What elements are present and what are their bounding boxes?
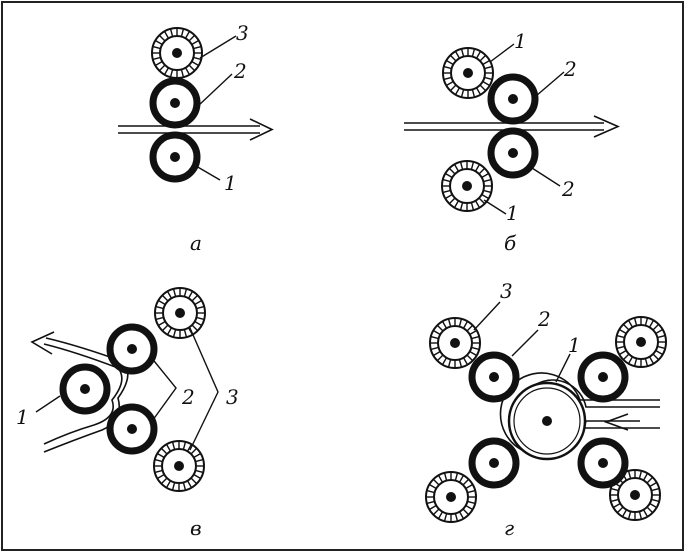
label-backup-roll: 3 <box>236 21 249 45</box>
panel-g: 3 2 1 г <box>425 279 667 540</box>
backup-roll-bottom <box>441 160 493 212</box>
work-roll-top-right <box>581 355 625 399</box>
caption-b: б <box>504 231 517 255</box>
label-work-roll: 2 <box>537 307 551 331</box>
label-backup-roll-bottom: 1 <box>506 201 519 225</box>
work-roll-bottom <box>110 407 154 451</box>
strip-arrow <box>30 331 129 453</box>
work-roll-bottom <box>491 131 535 175</box>
label-work-roll-bottom: 1 <box>224 171 237 195</box>
work-roll-top-left <box>472 355 516 399</box>
backup-roll-bottom-left <box>425 471 477 523</box>
work-roll-bottom-left <box>472 441 516 485</box>
label-backup-roll-top: 1 <box>514 29 527 53</box>
work-roll-top <box>153 81 197 125</box>
panel-b: 1 2 2 1 б <box>404 29 620 255</box>
work-roll-bottom <box>153 135 197 179</box>
strip-arrow <box>118 118 274 141</box>
label-work-roll-top: 2 <box>233 59 247 83</box>
backup-roll-top-left <box>429 317 481 369</box>
label-work-roll-bottom: 2 <box>561 177 575 201</box>
backup-roll-bottom <box>153 440 205 492</box>
caption-a: а <box>190 231 202 255</box>
label-work-rolls: 2 <box>181 385 195 409</box>
label-backup-rolls: 3 <box>226 385 239 409</box>
panel-v: 1 2 3 в <box>16 287 239 540</box>
leader-lines <box>473 301 571 383</box>
strip-arrow <box>404 115 620 138</box>
backup-roll <box>151 27 203 79</box>
work-roll-top <box>110 327 154 371</box>
label-center-roll: 1 <box>568 333 581 357</box>
caption-v: в <box>190 516 202 540</box>
label-work-roll-top: 2 <box>563 57 577 81</box>
leader-lines <box>35 327 219 451</box>
label-center-roll: 1 <box>16 405 29 429</box>
central-large-roll <box>507 381 587 461</box>
backup-roll-top <box>154 287 206 339</box>
center-roll <box>63 367 107 411</box>
work-roll-top <box>491 77 535 121</box>
work-roll-bottom-right <box>581 441 625 485</box>
leader-lines <box>483 43 565 215</box>
leader-lines <box>195 35 237 181</box>
label-backup-roll: 3 <box>500 279 513 303</box>
backup-roll-top-right <box>615 316 667 368</box>
panel-a: 3 2 1 а <box>118 21 274 255</box>
backup-roll-top <box>442 47 494 99</box>
caption-g: г <box>504 516 514 540</box>
